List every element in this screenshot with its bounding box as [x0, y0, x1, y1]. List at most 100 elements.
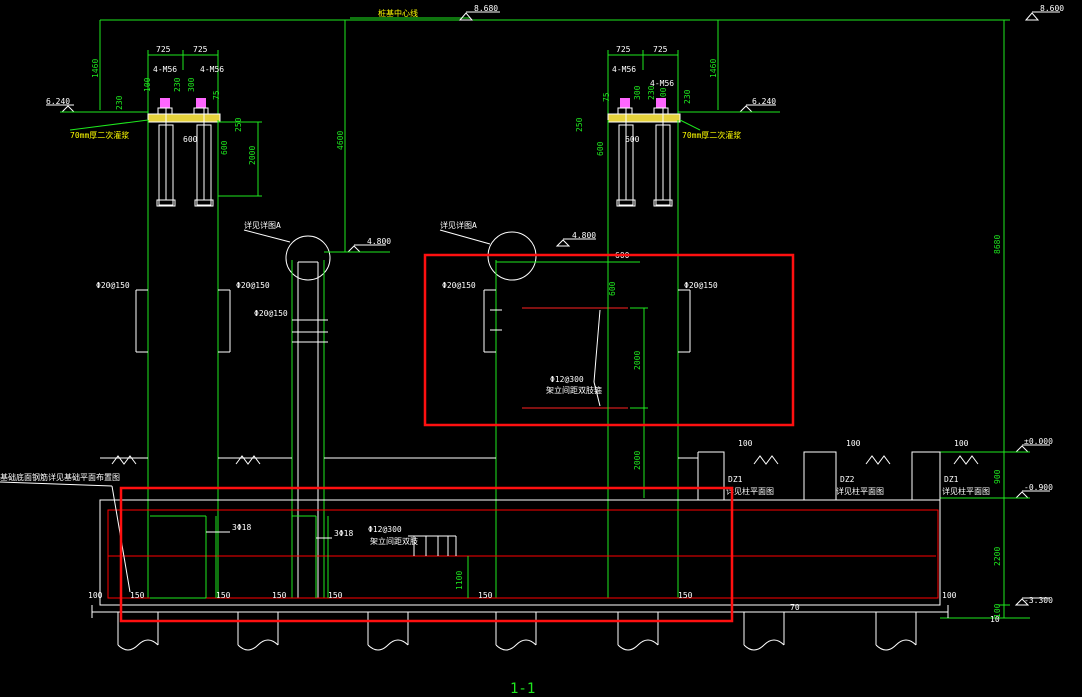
dim-150-d: 150	[328, 591, 343, 600]
rebar-r20-l2: Φ20@150	[236, 281, 270, 290]
dim-2000-mr2: 2000	[633, 451, 642, 470]
dz1b-note: 详见柱平面图	[942, 486, 990, 496]
dim-2200: 2200	[993, 547, 1002, 566]
pile	[117, 612, 159, 651]
base-note: 基础底面钢筋详见基础平面布置图	[0, 472, 120, 482]
dim-100-right: 100	[659, 87, 668, 102]
dim-230-right2: 230	[683, 89, 692, 104]
dim-300-left: 300	[187, 77, 196, 92]
dim-600-left-a: 600	[183, 135, 198, 144]
rebar-r20-r: Φ20@150	[684, 281, 718, 290]
bolts-label-r2: 4-M56	[650, 79, 674, 88]
dz1b-label: DZ1	[944, 475, 959, 484]
dim-150-f: 150	[678, 591, 693, 600]
dim-150-b: 150	[216, 591, 231, 600]
dim-725-r1: 725	[616, 45, 631, 54]
rebar-r20-mr: Φ20@150	[442, 281, 476, 290]
elev-ground: ±0.000	[1024, 437, 1053, 446]
dim-1460-right: 1460	[709, 59, 718, 78]
bolts-label-l1: 4-M56	[153, 65, 177, 74]
elev-platform-right: 6.240	[752, 97, 776, 106]
dim-150-c: 150	[272, 591, 287, 600]
dim-2000-left: 2000	[248, 146, 257, 165]
pile	[237, 612, 279, 651]
dim-1460-left: 1460	[91, 59, 100, 78]
rebar-r20-l1: Φ20@150	[96, 281, 130, 290]
dim-230-right: 230	[647, 85, 656, 100]
right-middle-pier: 详见详图A Φ20@150 4.800 600 600 Φ12@300 架立间距…	[439, 220, 648, 598]
pile	[875, 612, 917, 651]
bolts-label-r1: 4-M56	[612, 65, 636, 74]
dim-900: 900	[993, 469, 1002, 484]
highlight-box-lower	[119, 486, 734, 623]
dim-300-right: 300	[633, 85, 642, 100]
elev-top-right: 8.600	[1040, 4, 1064, 13]
dim-8680: 8680	[993, 235, 1002, 254]
right-pedestal: 725 725 4-M56 4-M56 1460 75 300 230 230 …	[575, 20, 780, 598]
elev-base-bottom: -3.300	[1024, 596, 1053, 605]
dim-100-base-right: 100	[942, 591, 957, 600]
centerline-label: 桩基中心线	[378, 8, 418, 18]
dim-230-left2: 230	[173, 77, 182, 92]
elev-mid-right: 4.800	[572, 231, 596, 240]
dim-10: 10	[990, 615, 1000, 624]
dz2-label: DZ2	[840, 475, 855, 484]
tie-note-base: 架立间距双肢	[370, 536, 418, 546]
grout-label-left: 70mm厚二次灌浆	[70, 130, 129, 140]
rebar-r20-pier: Φ20@150	[254, 309, 288, 318]
dim-4600: 4600	[336, 131, 345, 150]
dim-100-bottom: 100	[993, 603, 1002, 618]
dz1-note: 详见柱平面图	[726, 486, 774, 496]
dim-600-left-b: 600	[220, 140, 229, 155]
dz1-label: DZ1	[728, 475, 743, 484]
dim-725-l1: 725	[156, 45, 171, 54]
pile	[743, 612, 785, 651]
dim-100-dz1: 100	[738, 439, 753, 448]
dim-75-left: 75	[212, 90, 221, 100]
elev-base-top: -0.900	[1024, 483, 1053, 492]
elev-platform-left: 6.240	[46, 97, 70, 106]
detail-label-right: 详见详图A	[440, 220, 477, 230]
dim-100-dz3: 100	[954, 439, 969, 448]
short-columns: 100 100 100 DZ1 详见柱平面图 DZ2 详见柱平面图 DZ1 详见…	[697, 439, 990, 501]
rebar-r12-base: Φ12@300	[368, 525, 402, 534]
highlight-box-upper	[423, 253, 795, 427]
dim-75-right: 75	[602, 92, 611, 102]
dim-600-right-b: 600	[596, 141, 605, 156]
bolts-label-l2: 4-M56	[200, 65, 224, 74]
dim-250-right: 250	[575, 117, 584, 132]
grout-label-right: 70mm厚二次灌浆	[682, 130, 741, 140]
pile	[495, 612, 537, 651]
dim-725-l2: 725	[193, 45, 208, 54]
dim-150-a: 150	[130, 591, 145, 600]
left-pedestal: 725 725 4-M56 4-M56 1460 230 100 230 300…	[46, 20, 270, 598]
detail-label-left: 详见详图A	[244, 220, 281, 230]
dim-2000-mr: 2000	[633, 351, 642, 370]
section-title: 1-1	[510, 681, 535, 697]
dim-600-right-a: 600	[625, 135, 640, 144]
base-slab: 基础底面钢筋详见基础平面布置图 3Φ18 3Φ18 Φ12@300 架立间距双肢…	[0, 472, 1000, 624]
elev-mid-left: 4.800	[367, 237, 391, 246]
pile	[367, 612, 409, 651]
ground-line	[100, 455, 979, 465]
dim-100-dz2: 100	[846, 439, 861, 448]
dim-1100: 1100	[455, 571, 464, 590]
pile	[617, 612, 659, 651]
top-datum: 桩基中心线 8.680 8.600	[100, 4, 1064, 21]
dim-100-base-left: 100	[88, 591, 103, 600]
dim-70: 70	[790, 603, 800, 612]
tie-note-mr: 架立间距双肢箍	[546, 385, 602, 395]
dim-230-left: 230	[115, 95, 124, 110]
dim-725-r2: 725	[653, 45, 668, 54]
right-dimension-chain: 8680 900 2200 100 ±0.000 -0.900 -3.300	[940, 19, 1053, 619]
dim-600-mid: 600	[608, 281, 617, 296]
dim-250-left: 250	[234, 117, 243, 132]
dim-100-left: 100	[143, 77, 152, 92]
bars-3phi18-a: 3Φ18	[232, 523, 251, 532]
piles	[117, 612, 917, 651]
dz2-note: 详见柱平面图	[836, 486, 884, 496]
bars-3phi18-b: 3Φ18	[334, 529, 353, 538]
elev-top-left: 8.680	[474, 4, 498, 13]
rebar-r12-mr: Φ12@300	[550, 375, 584, 384]
